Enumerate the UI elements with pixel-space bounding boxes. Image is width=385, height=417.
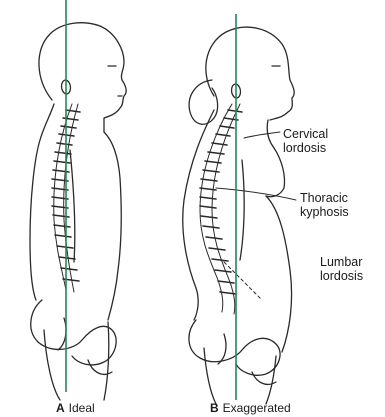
figure-b-pelvis <box>189 320 280 384</box>
leader-cervical <box>244 132 280 138</box>
figure-a-pelvis <box>31 300 116 374</box>
caption-a: A Ideal <box>56 401 95 415</box>
caption-b-text: Exaggerated <box>223 401 291 415</box>
label-thoracic-kyphosis: Thoracic kyphosis <box>300 191 349 219</box>
leader-thoracic <box>216 188 296 200</box>
label-lumbar-line1: Lumbar <box>320 255 363 269</box>
caption-a-letter: A <box>56 401 65 415</box>
label-leader-lines <box>216 132 296 300</box>
label-thoracic-line1: Thoracic <box>300 191 349 205</box>
caption-b-letter: B <box>210 401 219 415</box>
label-cervical-line2: lordosis <box>283 141 328 155</box>
label-cervical-lordosis: Cervical lordosis <box>283 127 328 155</box>
figure-b-body-outline <box>183 27 294 404</box>
label-lumbar-line2: lordosis <box>320 269 363 283</box>
label-thoracic-line2: kyphosis <box>300 205 349 219</box>
label-lumbar-lordosis: Lumbar lordosis <box>320 255 363 283</box>
caption-b: B Exaggerated <box>210 401 291 415</box>
label-cervical-line1: Cervical <box>283 127 328 141</box>
caption-a-text: Ideal <box>69 401 95 415</box>
